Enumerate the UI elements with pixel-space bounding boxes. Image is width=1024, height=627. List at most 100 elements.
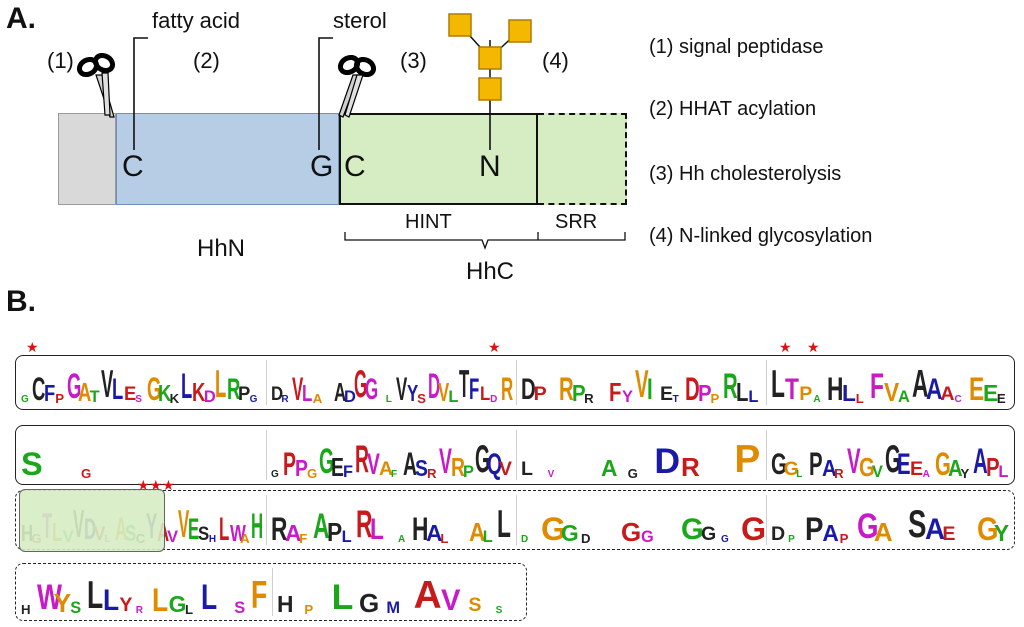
logo-letter: L	[855, 390, 864, 406]
logo-letter: A	[313, 506, 330, 547]
logo-letter: D	[521, 373, 536, 406]
logo-letter: V	[883, 377, 900, 407]
logo-letter: C	[32, 370, 46, 407]
logo-letter: L	[735, 377, 749, 407]
logo-letter: A	[821, 455, 837, 482]
logo-letter: A	[813, 394, 821, 405]
hhc-label: HhC	[466, 258, 515, 285]
logo-letter: G	[307, 465, 318, 481]
logo-letter: L	[440, 530, 449, 546]
hint-start-highlight	[19, 489, 165, 552]
hhc-bracket	[344, 232, 626, 250]
logo-letter: P	[710, 390, 720, 406]
logo-letter: S	[70, 598, 82, 617]
logo-letter: V	[101, 363, 114, 407]
logo-letter: L	[302, 380, 313, 407]
logo-letter: L	[448, 387, 459, 406]
logo-letter: L	[219, 510, 230, 547]
logo-letter: H	[208, 534, 217, 545]
logo-letter: D	[771, 523, 786, 546]
segment-divider	[766, 495, 767, 545]
logo-letter: R	[723, 366, 738, 407]
logo-letter: G	[561, 520, 579, 547]
logo-letter: G	[701, 523, 717, 546]
logo-letter: A	[912, 363, 929, 407]
logo-letter: K	[158, 380, 172, 407]
logo-letter: P	[327, 517, 343, 547]
logo-letter: A	[822, 520, 839, 547]
logo-letter: K	[192, 377, 206, 407]
logo-letter: D	[581, 530, 591, 546]
logo-letter: E	[996, 390, 1006, 406]
logo-letter: P	[788, 534, 795, 545]
logo-letter: V	[441, 584, 461, 617]
logo-letter: V	[846, 441, 861, 482]
logo-letter: L	[331, 577, 354, 618]
logo-letter: L	[185, 601, 194, 617]
logo-letter: C	[954, 394, 962, 405]
logo-letter: F	[391, 469, 398, 480]
logo-letter: H	[250, 506, 263, 547]
logo-letter: W	[229, 520, 246, 547]
logo-letter: G	[856, 506, 879, 547]
logo-letter: Y	[960, 465, 970, 481]
star-marker: ★★★	[137, 477, 175, 493]
logo-letter: G	[168, 591, 187, 618]
logo-letter: D	[427, 366, 440, 407]
logo-letter: L	[215, 363, 227, 407]
region-number-2: (2)	[193, 48, 220, 73]
logo-letter: P	[463, 462, 474, 481]
star-marker: ★	[26, 339, 39, 355]
residue-c-hhc: C	[344, 150, 366, 183]
logo-letter: E	[968, 370, 984, 407]
logo-letter: P	[283, 445, 296, 482]
logo-letter: P	[571, 380, 586, 407]
residue-g: G	[310, 150, 334, 183]
segment-divider	[272, 568, 273, 616]
logo-letter: A	[947, 455, 963, 482]
logo-letter: G	[146, 370, 162, 407]
logo-letter: P	[533, 383, 547, 406]
logo-letter: R	[226, 373, 241, 406]
logo-letter: G	[771, 448, 787, 481]
logo-letter: P	[295, 455, 308, 482]
logo-letter: L	[112, 373, 124, 406]
logo-letter: V	[547, 469, 555, 480]
legend-item-4: (4) N-linked glycosylation	[649, 225, 873, 247]
logo-letter: S	[135, 394, 142, 405]
logo-letter: G	[721, 534, 729, 545]
logo-letter: V	[291, 370, 304, 407]
logo-letter: S	[21, 445, 43, 482]
srr-label: SRR	[555, 211, 598, 233]
star-marker: ★	[807, 339, 820, 355]
legend-item-2: (2) HHAT acylation	[649, 98, 817, 120]
logo-letter: L	[341, 527, 352, 546]
logo-letter: G	[884, 438, 901, 482]
logo-letter: E	[909, 458, 924, 481]
logo-letter: T	[89, 387, 100, 406]
logo-letter: P	[839, 530, 849, 546]
logo-letter: E	[659, 383, 674, 406]
logo-letter: R	[355, 503, 373, 547]
logo-letter: V	[396, 370, 408, 407]
logo-letter: A	[926, 373, 943, 406]
logo-letter: T	[458, 363, 470, 407]
logo-letter: L	[479, 383, 490, 406]
segment-divider	[516, 495, 517, 545]
logo-letter: G	[783, 458, 799, 481]
logo-letter: R	[427, 465, 437, 481]
sterol-connector	[318, 37, 333, 150]
logo-letter: G	[81, 465, 92, 481]
region-number-4: (4)	[542, 48, 569, 73]
logo-letter: R	[681, 452, 700, 482]
logo-letter: A	[312, 390, 323, 406]
logo-letter: P	[304, 601, 314, 617]
hint-domain	[339, 113, 538, 205]
logo-letter: V	[634, 363, 649, 407]
logo-letter: G	[541, 510, 567, 547]
segment-divider	[516, 360, 517, 405]
logo-letter: A	[398, 534, 406, 545]
logo-letter: V	[439, 441, 452, 482]
logo-letter: A	[333, 377, 346, 407]
